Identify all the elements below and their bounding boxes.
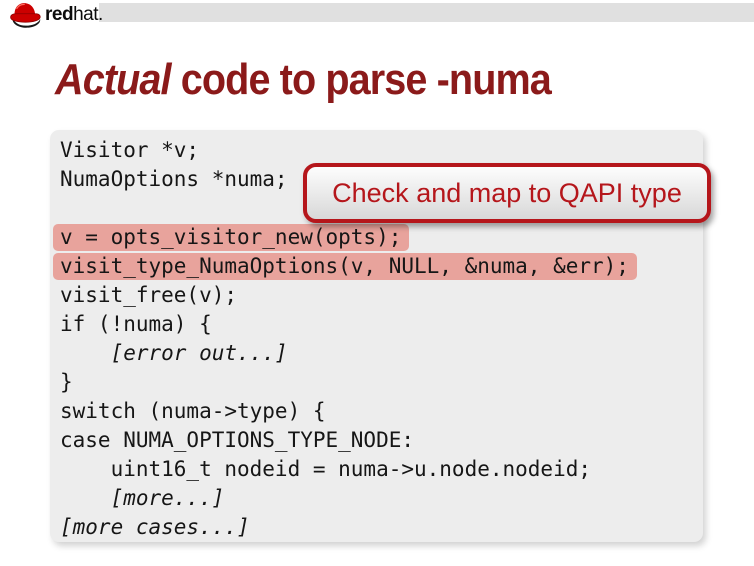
- code-line: [error out...]: [60, 339, 703, 368]
- title-emphasis: Actual: [55, 55, 172, 104]
- slide-title: Actual code to parse -numa: [55, 55, 552, 104]
- code-line: visit_free(v);: [60, 281, 703, 310]
- code-line-text: [more cases...]: [60, 515, 250, 539]
- code-line-text: [more...]: [60, 486, 225, 510]
- code-line: NumaOptions *numa;: [60, 165, 703, 194]
- code-line-text: uint16_t nodeid = numa->u.node.nodeid;: [60, 457, 592, 481]
- code-line-highlighted-text: v = opts_visitor_new(opts);: [53, 224, 410, 251]
- code-line-text: [error out...]: [60, 341, 288, 365]
- code-line-text: NumaOptions *numa;: [60, 167, 288, 191]
- logo-word-hat: hat.: [73, 4, 103, 25]
- code-line: [more cases...]: [60, 513, 703, 542]
- logo-word-red: red: [45, 4, 74, 25]
- code-line: case NUMA_OPTIONS_TYPE_NODE:: [60, 426, 703, 455]
- redhat-logo-text: redhat.: [45, 4, 103, 29]
- code-line-text: if (!numa) {: [60, 312, 212, 336]
- code-line-text: Visitor *v;: [60, 138, 200, 162]
- code-line: v = opts_visitor_new(opts);: [53, 223, 703, 252]
- code-line-highlighted-text: visit_type_NumaOptions(v, NULL, &numa, &…: [53, 253, 637, 280]
- code-line-text: case NUMA_OPTIONS_TYPE_NODE:: [60, 428, 415, 452]
- qapi-callout: Check and map to QAPI type: [303, 163, 711, 223]
- callout-label: Check and map to QAPI type: [332, 177, 682, 208]
- code-line-text: visit_free(v);: [60, 283, 238, 307]
- title-rest: code to parse -numa: [170, 55, 552, 104]
- code-line: switch (numa->type) {: [60, 397, 703, 426]
- code-line: Visitor *v;: [60, 136, 703, 165]
- code-lines: Visitor *v; NumaOptions *numa; v = opts_vi…: [53, 136, 703, 542]
- code-line: uint16_t nodeid = numa->u.node.nodeid;: [60, 455, 703, 484]
- redhat-fedora-icon: [10, 3, 41, 28]
- redhat-logo: redhat.: [7, 1, 103, 29]
- code-line: if (!numa) {: [60, 310, 703, 339]
- header-band: [99, 3, 754, 22]
- code-line: visit_type_NumaOptions(v, NULL, &numa, &…: [53, 252, 703, 281]
- code-line-text: switch (numa->type) {: [60, 399, 326, 423]
- code-line: }: [60, 368, 703, 397]
- code-line-text: }: [60, 370, 73, 394]
- code-line: [more...]: [60, 484, 703, 513]
